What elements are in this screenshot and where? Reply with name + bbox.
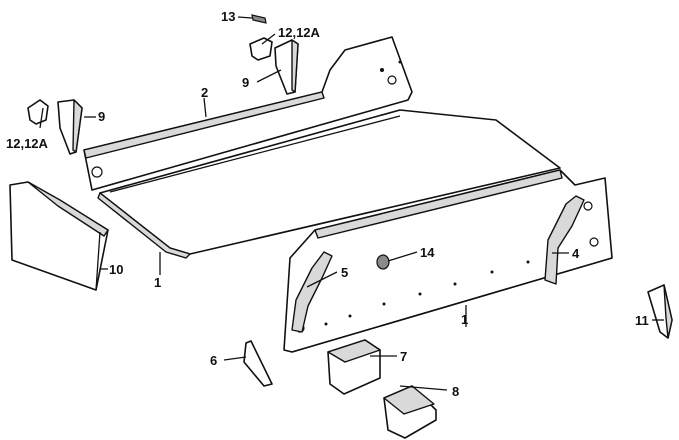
front-side-panel xyxy=(283,169,613,353)
callout-labels: 13 12,12A 9 2 9 12,12A 10 1 5 14 4 1 11 … xyxy=(6,9,649,399)
part-12-clip-left xyxy=(27,99,49,125)
part-4-gusset xyxy=(544,195,585,285)
part-9-bracket-top xyxy=(274,39,299,95)
part-8-box-bracket xyxy=(383,385,437,439)
callout-9-top: 9 xyxy=(242,75,249,90)
part-10-end-panel xyxy=(9,181,109,291)
callout-12-12a-left: 12,12A xyxy=(6,136,49,151)
part-12-clip-top xyxy=(249,37,273,61)
callout-11: 11 xyxy=(635,313,649,328)
callout-13: 13 xyxy=(221,9,235,24)
callout-1-front: 1 xyxy=(461,312,468,327)
callout-2: 2 xyxy=(201,85,208,100)
callout-1: 1 xyxy=(154,275,161,290)
callout-10: 10 xyxy=(109,262,123,277)
callout-5: 5 xyxy=(341,265,348,280)
callout-12-12a-top: 12,12A xyxy=(278,25,321,40)
part-11-corner-piece xyxy=(647,284,673,339)
part-5-gusset xyxy=(291,251,333,333)
callout-8: 8 xyxy=(452,384,459,399)
callout-14: 14 xyxy=(420,245,435,260)
part-7-box-bracket xyxy=(327,339,381,395)
callout-9-left: 9 xyxy=(98,109,105,124)
part-1-floor-plate xyxy=(97,109,561,259)
callout-6: 6 xyxy=(210,353,217,368)
part-14-grommet xyxy=(376,254,390,270)
part-2-rear-panel xyxy=(83,36,413,191)
callout-4: 4 xyxy=(572,246,580,261)
part-13-pin xyxy=(251,14,267,24)
leader-lines xyxy=(39,16,664,391)
part-6-bracket xyxy=(243,340,273,387)
callout-7: 7 xyxy=(400,349,407,364)
part-9-bracket-left xyxy=(57,99,83,155)
